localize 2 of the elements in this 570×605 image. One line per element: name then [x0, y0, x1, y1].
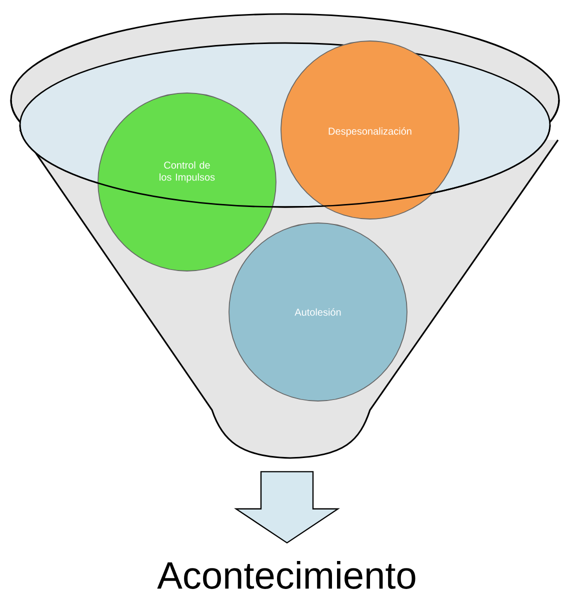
result-text: Acontecimiento: [157, 561, 416, 589]
block-arrow: [234, 471, 340, 544]
